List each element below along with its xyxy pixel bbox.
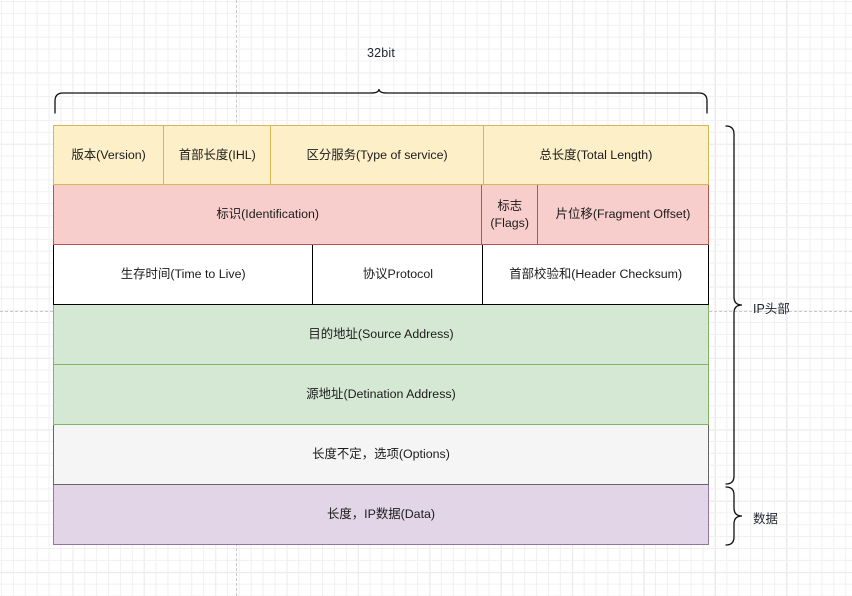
field-destination-address[interactable]: 源地址(Detination Address): [53, 365, 709, 425]
ip-header-brace-icon: [723, 125, 747, 490]
field-time-to-live[interactable]: 生存时间(Time to Live): [53, 245, 314, 305]
table-row: 目的地址(Source Address): [53, 305, 709, 365]
field-total-length[interactable]: 总长度(Total Length): [483, 125, 709, 185]
table-row: 源地址(Detination Address): [53, 365, 709, 425]
data-brace-icon: [723, 486, 747, 551]
field-data[interactable]: 长度，IP数据(Data): [53, 485, 709, 545]
field-fragment-offset[interactable]: 片位移(Fragment Offset): [538, 185, 709, 245]
table-row: 长度，IP数据(Data): [53, 485, 709, 545]
ip-header-table: 版本(Version) 首部长度(IHL) 区分服务(Type of servi…: [53, 125, 710, 545]
bit-width-text: 32bit: [366, 46, 396, 60]
data-brace-label: 数据: [753, 512, 779, 526]
field-protocol[interactable]: 协议Protocol: [313, 245, 484, 305]
width-brace-icon: [53, 88, 709, 114]
table-row: 生存时间(Time to Live) 协议Protocol 首部校验和(Head…: [53, 245, 710, 305]
field-version[interactable]: 版本(Version): [53, 125, 165, 185]
table-row: 版本(Version) 首部长度(IHL) 区分服务(Type of servi…: [53, 125, 709, 185]
field-source-address[interactable]: 目的地址(Source Address): [53, 305, 709, 365]
ip-header-brace-label: IP头部: [753, 302, 790, 316]
table-row: 标识(Identification) 标志 (Flags) 片位移(Fragme…: [53, 185, 709, 245]
field-header-checksum[interactable]: 首部校验和(Header Checksum): [483, 245, 710, 305]
table-row: 长度不定，选项(Options): [53, 425, 709, 485]
field-ihl[interactable]: 首部长度(IHL): [164, 125, 272, 185]
field-type-of-service[interactable]: 区分服务(Type of service): [271, 125, 484, 185]
bit-width-label: 32bit: [0, 46, 852, 60]
field-options[interactable]: 长度不定，选项(Options): [53, 425, 709, 485]
field-identification[interactable]: 标识(Identification): [53, 185, 483, 245]
field-flags[interactable]: 标志 (Flags): [482, 185, 539, 245]
